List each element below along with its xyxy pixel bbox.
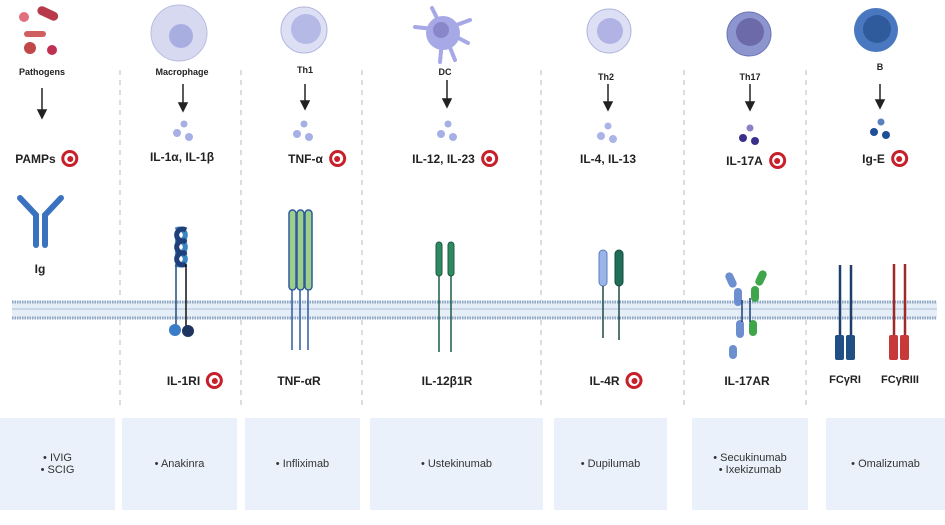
pathogens-icon xyxy=(19,6,59,55)
bullet: • xyxy=(420,458,428,470)
cytokine-label: Ig-E xyxy=(862,150,908,167)
drug-name: Secukinumab xyxy=(720,452,787,464)
drug-name: Ustekinumab xyxy=(427,458,493,470)
fcgri-receptor xyxy=(835,265,855,360)
cell-label: B xyxy=(876,62,884,72)
target-icon xyxy=(328,150,346,167)
target-icon xyxy=(890,150,908,167)
th1-cell-icon xyxy=(280,6,328,54)
cytokine-label: IL-12, IL-23 xyxy=(412,150,498,167)
antibody-icon xyxy=(17,195,64,248)
receptor-name: IL-17AR xyxy=(724,374,770,388)
drug-item: • IVIG xyxy=(43,452,72,464)
cytokine-label: IL-4, IL-13 xyxy=(580,152,636,166)
th2-cell-icon xyxy=(586,8,632,54)
receptor-name: IL-12β1R xyxy=(421,374,473,388)
target-icon xyxy=(625,372,643,389)
bullet: • xyxy=(713,452,721,464)
receptor-label: Ig xyxy=(35,262,46,276)
il12b1-receptor xyxy=(435,241,455,352)
drug-name: Ixekizumab xyxy=(725,464,782,476)
drug-item: • SCIG xyxy=(41,464,75,476)
receptor-name: Ig xyxy=(34,262,46,276)
il4r-receptor xyxy=(598,249,624,340)
cell-label: Pathogens xyxy=(18,67,66,77)
fcgriii-receptor xyxy=(889,264,909,360)
cytokine-label: IL-17A xyxy=(726,152,786,169)
drug-name: IVIG xyxy=(49,452,72,464)
cytokine-label: PAMPs xyxy=(15,150,79,167)
cytokine-name: IL-17A xyxy=(726,153,763,168)
cell-label: Macrophage xyxy=(155,67,209,77)
target-icon xyxy=(768,152,786,169)
target-icon xyxy=(206,372,224,389)
receptor-name: IL-1RI xyxy=(166,373,201,388)
bullet: • xyxy=(718,464,726,476)
receptor-name: FCγRIII xyxy=(881,374,919,386)
bullet: • xyxy=(40,464,48,476)
cell-label: Th2 xyxy=(597,72,615,82)
drug-item: • Secukinumab xyxy=(713,452,787,464)
cytokine-name: Ig-E xyxy=(862,151,885,166)
drug-box: • Anakinra xyxy=(122,418,237,510)
cytokine-name: IL-1α, IL-1β xyxy=(149,150,215,164)
receptor-name: IL-4R xyxy=(589,373,620,388)
drug-name: Dupilumab xyxy=(587,458,641,470)
arrows xyxy=(36,80,886,120)
drug-name: Omalizumab xyxy=(858,458,920,470)
receptor-label: IL-12β1R xyxy=(422,374,473,388)
drug-name: Infliximab xyxy=(282,458,330,470)
macrophage-icon xyxy=(150,4,208,62)
receptor-label: FCγRIII xyxy=(881,374,919,386)
bullet: • xyxy=(43,452,50,464)
drug-item: • Anakinra xyxy=(155,458,205,470)
il17ar-receptor xyxy=(725,270,767,359)
target-icon xyxy=(61,150,79,167)
drug-box: • Secukinumab• Ixekizumab xyxy=(692,418,808,510)
drug-name: SCIG xyxy=(47,464,75,476)
receptor-label: IL-17AR xyxy=(724,374,769,388)
drug-box: • Dupilumab xyxy=(554,418,667,510)
receptor-name: TNF-αR xyxy=(277,374,321,388)
receptor-name: FCγRI xyxy=(829,374,861,386)
cytokine-name: IL-12, IL-23 xyxy=(412,151,475,166)
drug-item: • Dupilumab xyxy=(581,458,641,470)
bullet: • xyxy=(154,458,161,470)
dendritic-cell-icon xyxy=(413,6,472,64)
cell-label: DC xyxy=(438,67,452,77)
cytokine-dots xyxy=(173,118,890,145)
drug-name: Anakinra xyxy=(160,458,205,470)
receptor-label: IL-4R xyxy=(590,372,643,389)
drug-item: • Ustekinumab xyxy=(421,458,492,470)
cell-label: Th17 xyxy=(739,72,761,82)
target-icon xyxy=(480,150,498,167)
cell-label: Th1 xyxy=(296,65,314,75)
cytokine-label: TNF-α xyxy=(288,150,346,167)
receptor-label: TNF-αR xyxy=(277,374,320,388)
drug-box: • Omalizumab xyxy=(826,418,945,510)
bullet: • xyxy=(275,458,283,470)
drug-item: • Omalizumab xyxy=(851,458,920,470)
drug-item: • Infliximab xyxy=(276,458,329,470)
cytokine-name: PAMPs xyxy=(15,151,56,166)
tnf-alpha-receptor xyxy=(288,209,313,350)
b-cell-icon xyxy=(854,8,898,52)
cytokine-name: TNF-α xyxy=(288,151,323,166)
drug-box: • Infliximab xyxy=(245,418,360,510)
cytokine-label: IL-1α, IL-1β xyxy=(150,150,214,164)
receptor-label: IL-1RI xyxy=(166,372,224,389)
th17-cell-icon xyxy=(726,11,772,57)
bullet: • xyxy=(851,458,859,470)
column-separators xyxy=(119,70,807,405)
bullet: • xyxy=(580,458,588,470)
cytokine-name: IL-4, IL-13 xyxy=(579,152,637,166)
drug-box: • IVIG• SCIG xyxy=(0,418,115,510)
receptor-label: FCγRI xyxy=(829,374,861,386)
il1ri-receptor xyxy=(169,226,194,337)
drug-box: • Ustekinumab xyxy=(370,418,543,510)
cell-membrane xyxy=(12,300,937,320)
drug-item: • Ixekizumab xyxy=(719,464,782,476)
